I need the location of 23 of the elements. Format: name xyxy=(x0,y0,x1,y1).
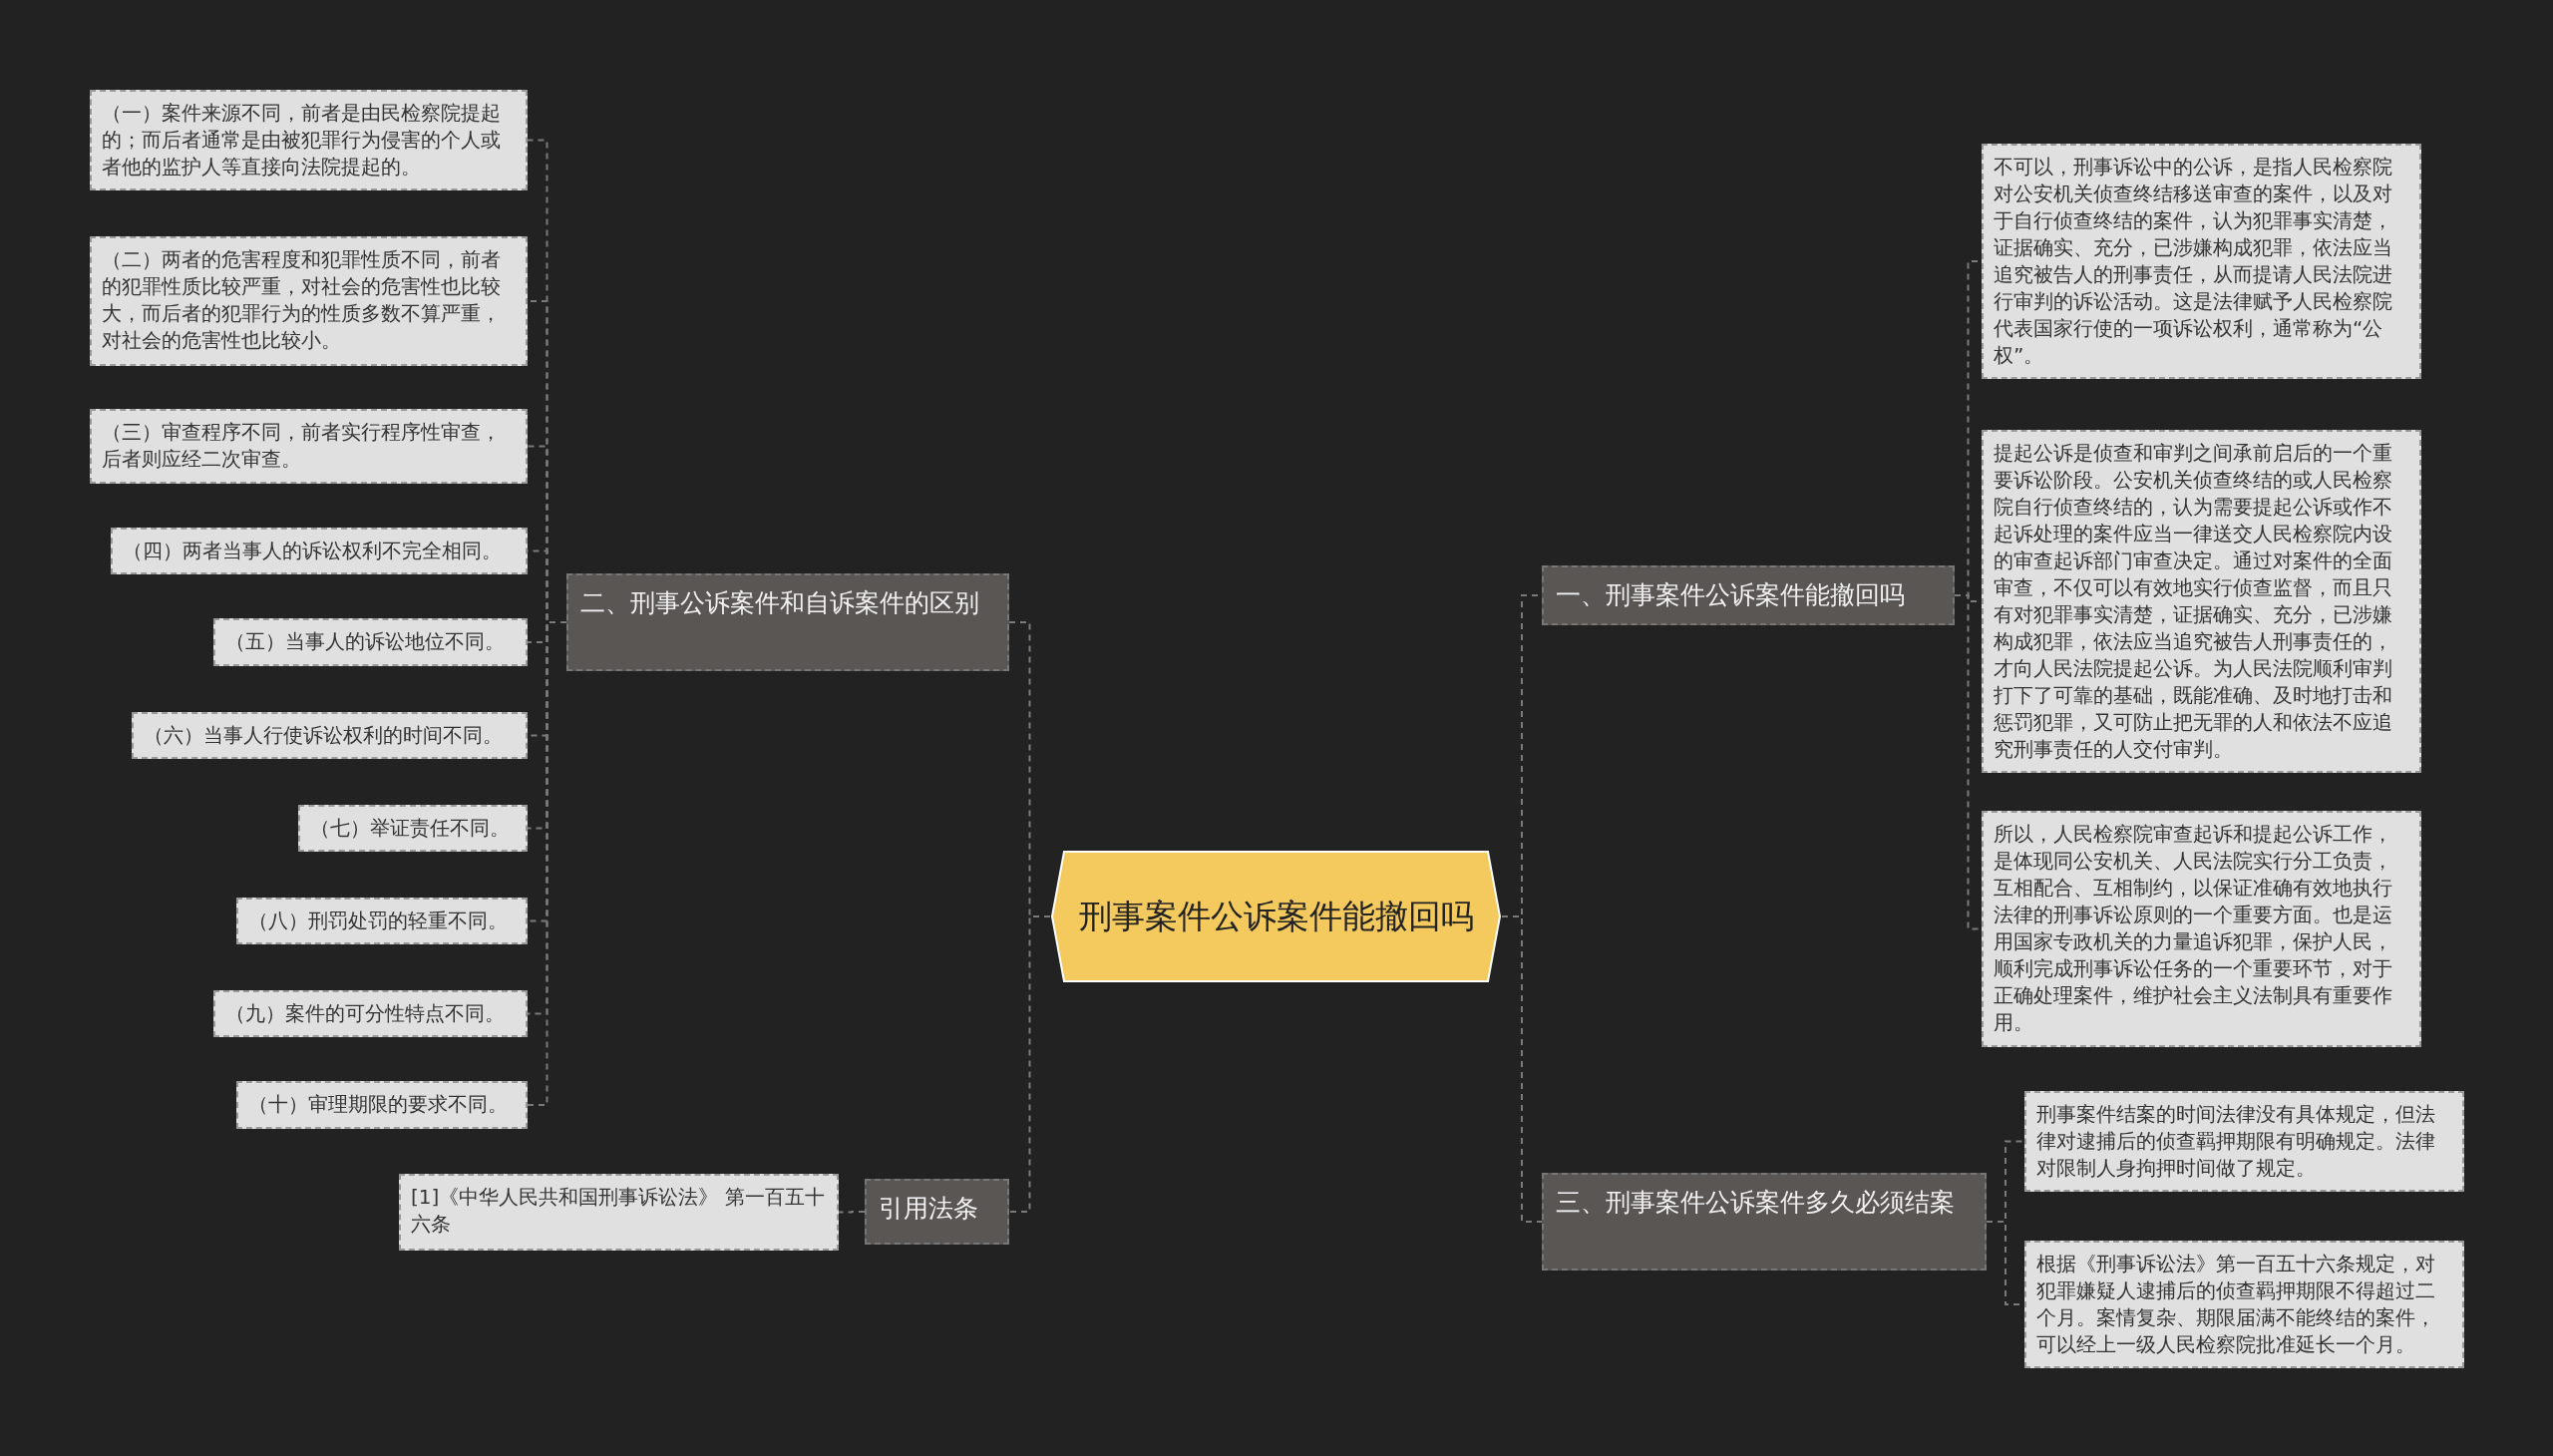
connector-line xyxy=(838,1211,866,1214)
note-box: [1]《中华人民共和国刑事诉讼法》 第一百五十六条 xyxy=(399,1174,839,1251)
note-box: 根据《刑事诉讼法》第一百五十六条规定，对犯罪嫌疑人逮捕后的侦查羁押期限不得超过二个月。案情复杂、期限届满不能终结的案件，可以经上一级人民检察院批准延长一个月。 xyxy=(2024,1241,2464,1368)
topic-box: 引用法条 xyxy=(865,1179,1009,1245)
connector-line xyxy=(1501,915,1543,1223)
connector-line xyxy=(1008,915,1051,1213)
note-box: 提起公诉是侦查和审判之间承前启后的一个重要诉讼阶段。公安机关侦查终结的或人民检察院自行侦查终结的，认为需要提起公诉或作不起诉处理的案件应当一律送交人民检察院内设的审查起诉部门审查决定。通过对案件的全面审查，不仅可以有效地实行侦查监督，而且只有对犯罪事实清楚，证据确实、充分，已涉嫌构成犯罪，依法应当追究被告人刑事责任的，才向人民法院提起公诉。为人民法院顺利审判打下了可靠的基础，既能准确、及时地打击和惩罚犯罪，又可防止把无罪的人和依法不应追究刑事责任的人交付审判。 xyxy=(1982,430,2421,773)
topic-box: 一、刑事案件公诉案件能撤回吗 xyxy=(1542,565,1955,625)
note-box: （八）刑罚处罚的轻重不同。 xyxy=(236,898,528,944)
note-box: （十）审理期限的要求不同。 xyxy=(236,1081,528,1129)
note-box: 不可以，刑事诉讼中的公诉，是指人民检察院对公安机关侦查终结移送审查的案件，以及对于自行侦查终结的案件，认为犯罪事实清楚，证据确实、充分，已涉嫌构成犯罪，依法应当追究被告人的刑事责任，从而提请人民法院进行审判的诉讼活动。这是法律赋予人民检察院代表国家行使的一项诉讼权利，通常称为“公权”。 xyxy=(1982,144,2421,379)
note-box: 刑事案件结案的时间法律没有具体规定，但法律对逮捕后的侦查羁押期限有明确规定。法律对限制人身拘押时间做了规定。 xyxy=(2024,1091,2464,1192)
note-box: （九）案件的可分性特点不同。 xyxy=(213,990,528,1037)
note-box: （二）两者的危害程度和犯罪性质不同，前者的犯罪性质比较严重，对社会的危害性也比较大，而后者的犯罪行为的性质多数不算严重，对社会的危害性也比较小。 xyxy=(90,236,528,366)
note-box: （三）审查程序不同，前者实行程序性审查，后者则应经二次审查。 xyxy=(90,409,528,484)
note-box: （六）当事人行使诉讼权利的时间不同。 xyxy=(132,712,528,759)
note-box: （五）当事人的诉讼地位不同。 xyxy=(213,618,528,666)
note-box: （四）两者当事人的诉讼权利不完全相同。 xyxy=(111,528,528,574)
note-box: （一）案件来源不同，前者是由民检察院提起的；而后者通常是由被犯罪行为侵害的个人或者他的监护人等直接向法院提起的。 xyxy=(90,90,528,190)
note-box: 所以，人民检察院审查起诉和提起公诉工作，是体现同公安机关、人民法院实行分工负责，互相配合、互相制约，以保证准确有效地执行法律的刑事诉讼原则的一个重要方面。也是运用国家专政机关的力量追诉犯罪，保护人民，顺利完成刑事诉讼任务的一个重要环节，对于正确处理案件，维护社会主义法制具有重要作用。 xyxy=(1982,811,2421,1047)
note-box: （七）举证责任不同。 xyxy=(298,805,528,852)
topic-box: 三、刑事案件公诉案件多久必须结案 xyxy=(1542,1173,1987,1271)
topic-box: 二、刑事公诉案件和自诉案件的区别 xyxy=(566,573,1009,671)
